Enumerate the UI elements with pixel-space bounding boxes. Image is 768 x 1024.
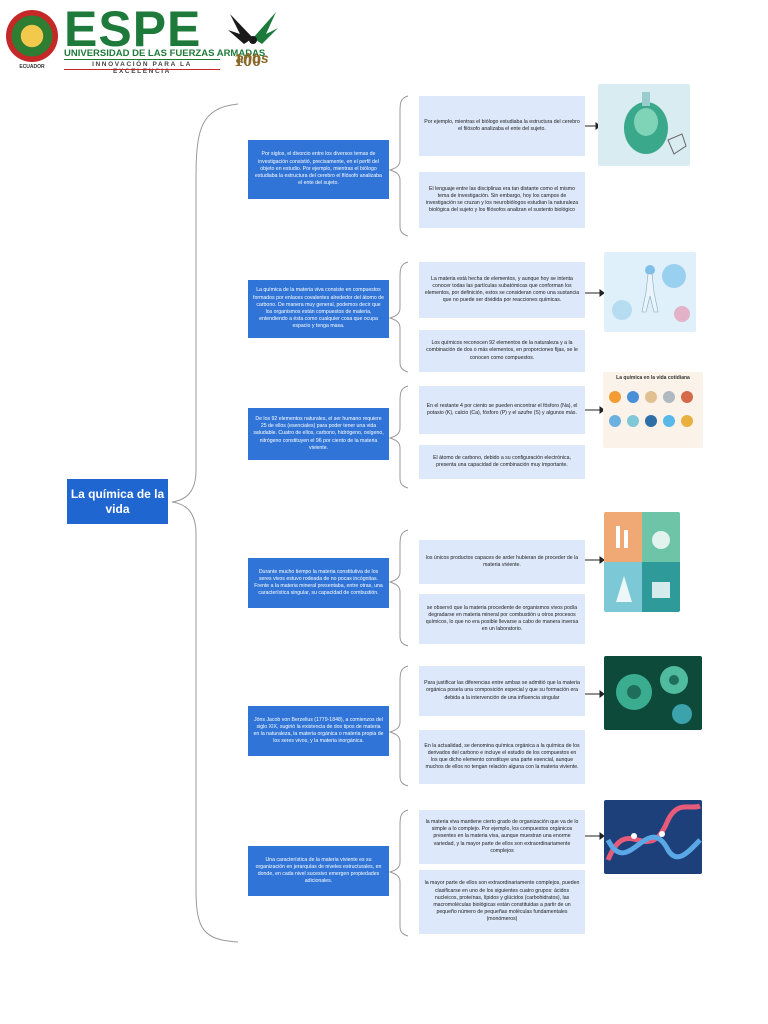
university-motto: INNOVACIÓN PARA LA EXCELENCIA <box>92 61 192 75</box>
anniversary-text: años <box>236 50 269 66</box>
lab-tiles-image <box>604 512 680 612</box>
main-concept-2: La química de la materia viva consiste e… <box>248 280 389 338</box>
detail-1-1: Por ejemplo, mientras el biólogo estudia… <box>419 96 585 156</box>
branch-brace-6 <box>388 809 409 937</box>
espe-logo-text: ESPE <box>64 1 202 57</box>
everyday-chemistry-infographic: La química en la vida cotidiana <box>603 372 703 448</box>
green-cells-image <box>604 656 702 730</box>
branch-brace-5 <box>388 665 409 787</box>
detail-6-1: la materia viva mantiene cierto grado de… <box>419 810 585 864</box>
university-name: UNIVERSIDAD DE LAS FUERZAS ARMADAS <box>64 48 266 59</box>
branch-brace-1 <box>388 95 409 237</box>
detail-5-1: Para justificar las diferencias entre am… <box>419 666 585 716</box>
detail-2-2: Los químicos reconocen 92 elementos de l… <box>419 330 585 372</box>
detail-4-2: se observó que la materia procedente de … <box>419 594 585 644</box>
detail-2-1: La materia está hecha de elementos, y au… <box>419 262 585 318</box>
main-concept-3: De los 92 elementos naturales, el ser hu… <box>248 408 389 460</box>
detail-5-2: En la actualidad, se denomina química or… <box>419 730 585 784</box>
infographic-title: La química en la vida cotidiana <box>616 375 690 381</box>
seal-caption: ECUADOR <box>19 64 45 70</box>
detail-3-2: El átomo de carbono, debido a su configu… <box>419 445 585 479</box>
detail-1-2: El lenguaje entre las disciplinas era ta… <box>419 172 585 228</box>
detail-4-1: los únicos productos capaces de arder hu… <box>419 540 585 584</box>
main-concept-4: Durante mucho tiempo la materia constitu… <box>248 558 389 608</box>
eagle-logo-icon: 100 <box>228 12 278 68</box>
lab-chemistry-image <box>598 84 690 166</box>
branch-brace-2 <box>388 261 409 373</box>
svg-text:100: 100 <box>234 50 261 68</box>
human-cell-image <box>604 252 696 332</box>
main-concept-1: Por siglos, el divorcio entre los divers… <box>248 140 389 199</box>
branch-brace-3 <box>388 385 409 489</box>
ecuador-seal-logo <box>6 10 58 62</box>
branch-brace-4 <box>388 529 409 647</box>
main-brace <box>171 103 239 943</box>
main-concept-6: Una característica de la materia vivient… <box>248 846 389 896</box>
header-divider-green <box>64 59 220 60</box>
central-topic: La química de la vida <box>67 479 168 524</box>
infographic-icons <box>609 391 693 427</box>
detail-3-1: En el restante 4 por ciento se pueden en… <box>419 386 585 434</box>
header-divider-red <box>64 69 220 70</box>
main-concept-5: Jöns Jacob von Berzelius (1779-1848), a … <box>248 706 389 756</box>
detail-6-2: la mayor parte de ellos son extraordinar… <box>419 870 585 934</box>
dna-molecule-image <box>604 800 702 874</box>
